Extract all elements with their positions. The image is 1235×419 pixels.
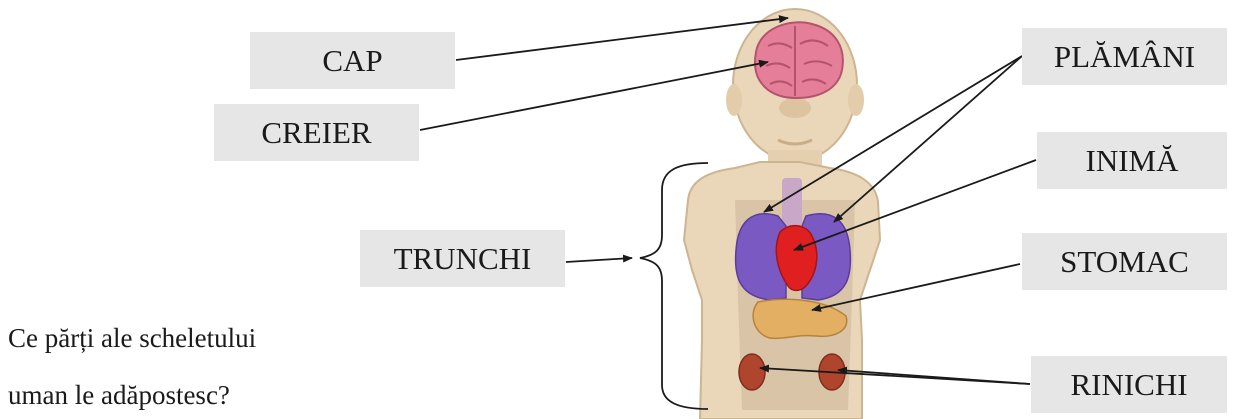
- question-line-2: uman le adăpostesc?: [8, 380, 230, 411]
- ear-left: [726, 84, 742, 116]
- label-inima: INIMĂ: [1037, 132, 1227, 189]
- ear-right: [848, 84, 864, 116]
- question-line-1: Ce părți ale scheletului: [8, 323, 256, 354]
- kidney-left: [739, 354, 765, 390]
- label-cap: CAP: [250, 32, 455, 89]
- brain: [755, 22, 843, 98]
- label-trunchi: TRUNCHI: [360, 230, 565, 287]
- label-stomac: STOMAC: [1022, 233, 1227, 290]
- arrow-rinichi-right: [838, 370, 1030, 384]
- torso-figure: [684, 9, 880, 419]
- trachea: [782, 178, 802, 226]
- arrow-creier: [420, 62, 768, 130]
- label-plamani: PLĂMÂNI: [1022, 28, 1227, 85]
- label-creier: CREIER: [214, 104, 419, 161]
- nose: [779, 98, 811, 118]
- arrow-trunchi: [566, 258, 632, 262]
- arrow-plamani-right: [834, 56, 1022, 222]
- label-rinichi: RINICHI: [1031, 356, 1227, 413]
